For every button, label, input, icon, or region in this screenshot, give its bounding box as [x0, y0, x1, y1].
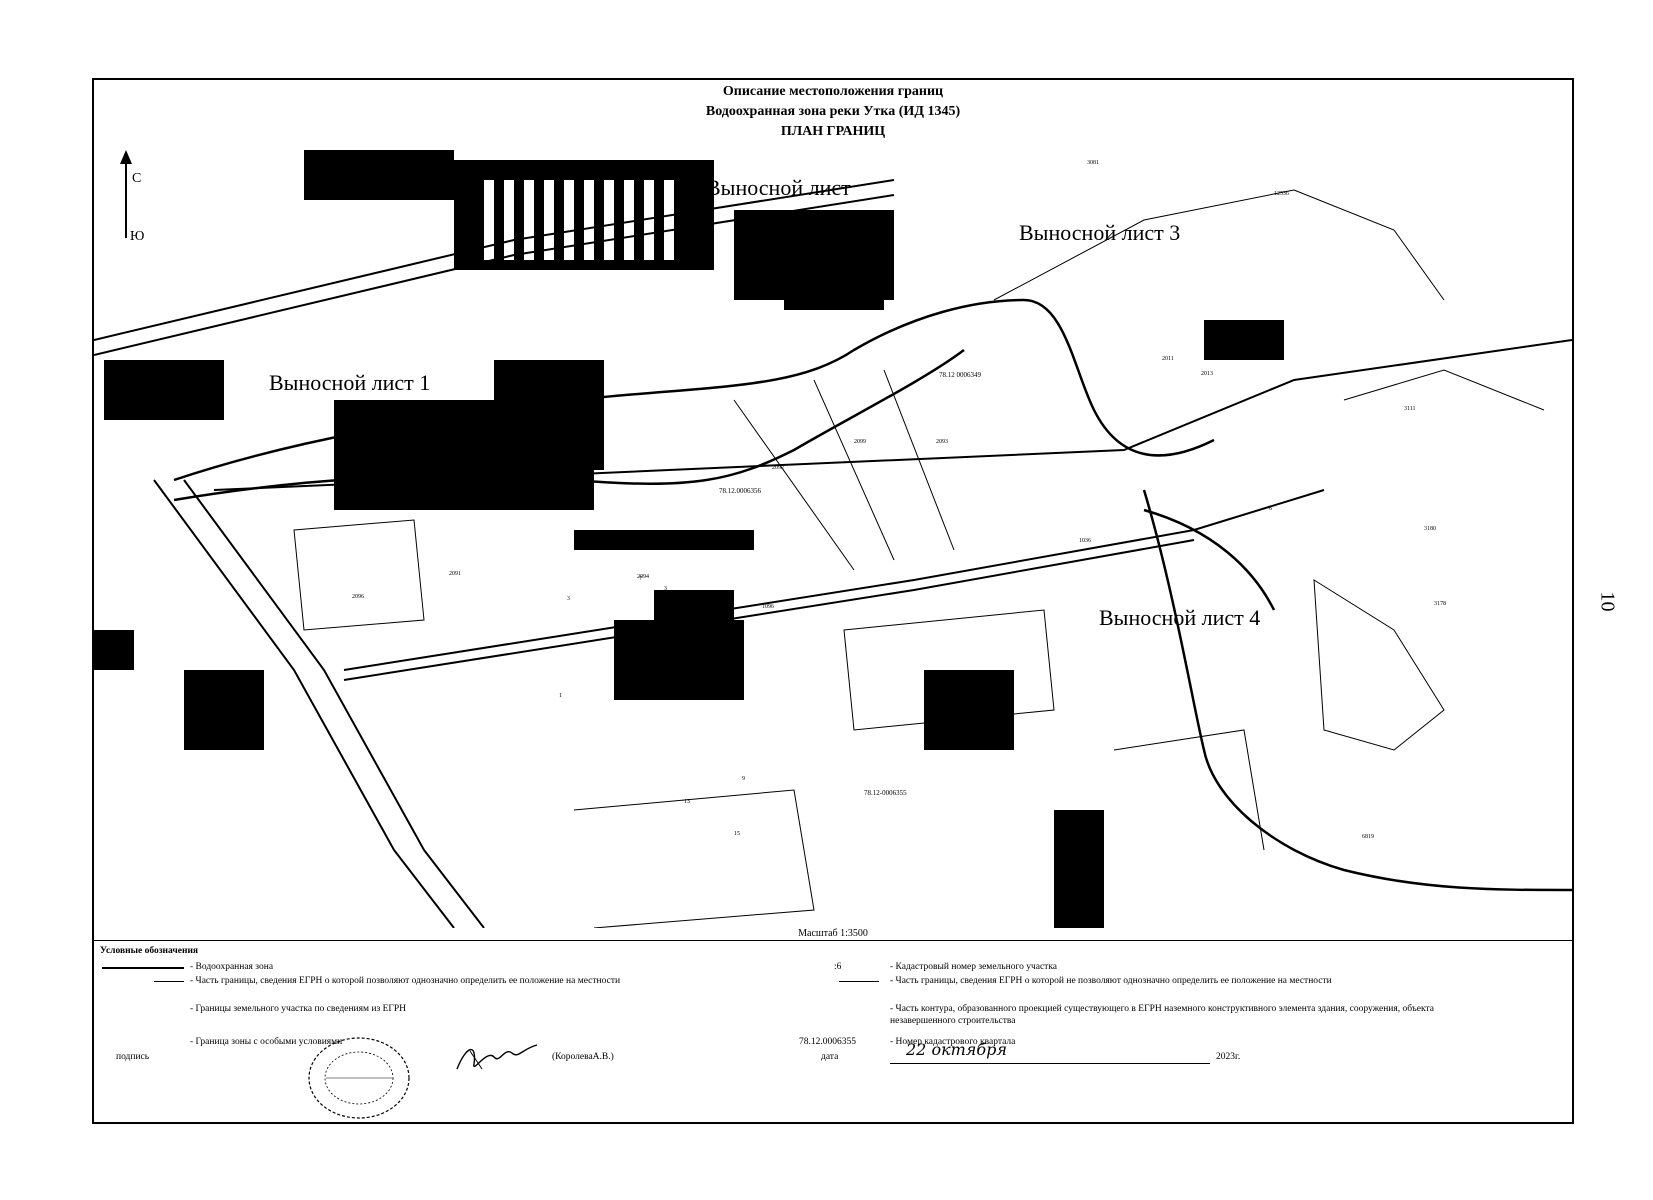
svg-text:9: 9: [742, 776, 745, 782]
legend-symbol-water-zone: [102, 967, 184, 969]
map-parcel-labels: 2099 2093 2092 2091 2094 2096 3081 3111 …: [352, 160, 1446, 867]
svg-text:3: 3: [664, 586, 667, 592]
handwritten-signature: [456, 1044, 538, 1070]
official-stamp: [308, 1037, 410, 1119]
date-handwritten: 22 октября: [906, 1040, 1007, 1059]
compass-south-label: Ю: [130, 229, 144, 244]
map-quarter-labels: 78.12 0006349 78.12.0006356 78.12-000635…: [719, 371, 982, 797]
svg-text:14: 14: [692, 668, 698, 674]
water-zone-boundary: [173, 298, 1572, 892]
svg-text:2013: 2013: [1201, 371, 1213, 377]
svg-text:2093: 2093: [936, 439, 948, 445]
sheet-label-1: Выносной лист 1: [269, 370, 430, 395]
sheet-label-top: Выносной лист: [706, 175, 851, 200]
svg-text:2092: 2092: [772, 465, 784, 471]
svg-text:13: 13: [684, 799, 690, 805]
legend-boundary-unclear: - Часть границы, сведения ЕГРН о которой…: [890, 976, 1332, 986]
map-canvas: Выносной лист Выносной лист 1 Выносной л…: [94, 150, 1572, 928]
svg-text:6819: 6819: [1362, 834, 1374, 840]
map-stripes: [484, 180, 674, 260]
date-underline: [890, 1063, 1210, 1064]
signer-name: (КоролеваА.В.): [552, 1052, 614, 1062]
svg-text:78.12-0006355: 78.12-0006355: [864, 789, 907, 797]
svg-text:6: 6: [1269, 506, 1272, 512]
svg-text:1: 1: [559, 693, 562, 699]
legend-parcel-boundary: - Границы земельного участка по сведения…: [190, 1004, 407, 1014]
svg-text:(9ч): (9ч): [582, 495, 592, 502]
legend-cad-symbol: :6: [834, 962, 842, 972]
svg-text:12536: 12536: [1274, 191, 1289, 197]
map-scale: Масштаб 1:3500: [798, 928, 868, 939]
svg-text:78.12 0006349: 78.12 0006349: [939, 371, 982, 379]
svg-text:1036: 1036: [1079, 538, 1091, 544]
svg-text:2094: 2094: [637, 574, 649, 580]
legend-quarter-symbol: 78.12.0006355: [799, 1037, 856, 1047]
legend-contour-part: - Часть контура, образованного проекцией…: [890, 1004, 1434, 1026]
svg-text:2096: 2096: [352, 594, 364, 600]
legend-special-zone: - Граница зоны с особыми условиями: [190, 1037, 343, 1047]
header-title-1: Описание местоположения границ: [722, 84, 944, 99]
header-title-2: Водоохранная зона реки Утка (ИД 1345): [705, 104, 961, 119]
map-sheet-labels: Выносной лист Выносной лист 1 Выносной л…: [269, 175, 1260, 630]
parcel-boundaries: [293, 189, 1545, 928]
sheet-label-3: Выносной лист 3: [1019, 220, 1180, 245]
compass-rose: С Ю: [120, 150, 144, 244]
svg-text:3178: 3178: [1434, 601, 1446, 607]
svg-text:3: 3: [567, 596, 570, 602]
svg-text:2091: 2091: [449, 571, 461, 577]
header-title-3: ПЛАН ГРАНИЦ: [780, 124, 886, 139]
compass-north-label: С: [132, 171, 141, 186]
svg-text:7: 7: [639, 576, 642, 582]
svg-text:3180: 3180: [1424, 526, 1436, 532]
signature-label: подпись: [116, 1052, 150, 1062]
svg-text:5: 5: [1077, 861, 1080, 867]
sheet-label-4: Выносной лист 4: [1099, 605, 1260, 630]
page-number: 10: [1596, 591, 1619, 612]
sheet-header: Описание местоположения границ Водоохран…: [94, 80, 1572, 151]
legend-boundary-part: - Часть границы, сведения ЕГРН о которой…: [190, 976, 621, 986]
date-label: дата: [821, 1052, 839, 1062]
date-year: 2023г.: [1216, 1052, 1241, 1062]
legend: Условные обозначения - Водоохранная зона…: [94, 940, 1572, 1124]
legend-cad-item: - Кадастровый номер земельного участка: [890, 962, 1058, 972]
map-roads: [94, 179, 1572, 928]
svg-text:1096: 1096: [762, 604, 774, 610]
legend-water-zone: - Водоохранная зона: [190, 962, 274, 972]
svg-text:3111: 3111: [1404, 406, 1416, 412]
svg-text:3081: 3081: [1087, 160, 1099, 166]
boundary-map: Выносной лист Выносной лист 1 Выносной л…: [94, 150, 1572, 928]
svg-text:78.12.0006356: 78.12.0006356: [719, 487, 762, 495]
svg-text:15: 15: [734, 831, 740, 837]
legend-symbol-boundary-unclear: [839, 981, 879, 982]
legend-symbol-boundary-part: [154, 981, 184, 982]
legend-quarter-item: - Номер кадастрового квартала: [890, 1037, 1016, 1047]
sheet-frame: Описание местоположения границ Водоохран…: [92, 78, 1574, 1124]
svg-text:2011: 2011: [1162, 356, 1174, 362]
legend-title: Условные обозначения: [100, 946, 199, 956]
svg-text:2099: 2099: [854, 439, 866, 445]
